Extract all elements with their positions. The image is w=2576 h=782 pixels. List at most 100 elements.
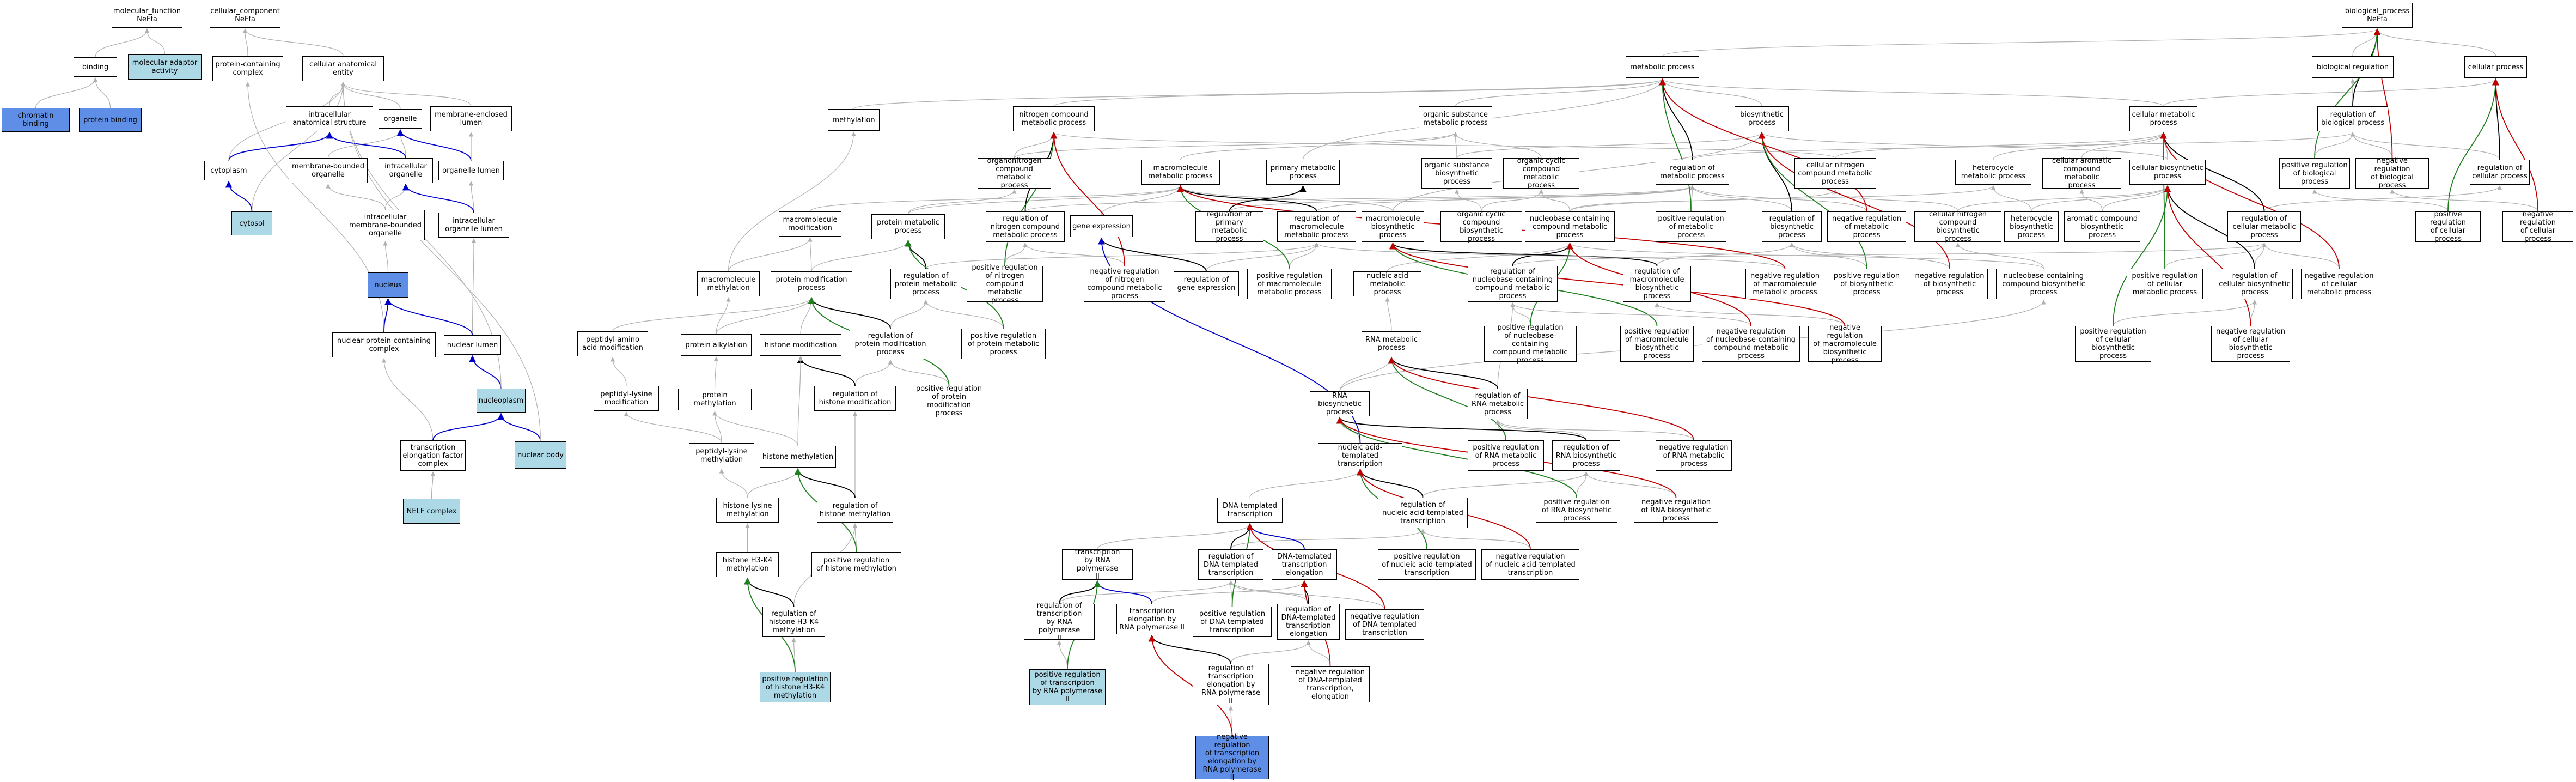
term-dna-templated-transcription[interactable]: DNA-templated transcription (1217, 498, 1283, 523)
term-regulation-of-nitrogen-compound-metabolic-process[interactable]: regulation of nitrogen compound metaboli… (986, 211, 1065, 242)
term-intracellular-organelle[interactable]: intracellular organelle (379, 158, 433, 183)
term-positive-regulation-of-transcription-by-rna-polymerase-ii[interactable]: positive regulation of transcription by … (1029, 669, 1106, 705)
term-peptidyl-lysine-modification[interactable]: peptidyl-lysine modification (594, 386, 659, 411)
term-cellular-anatomical-entity[interactable]: cellular anatomical entity (302, 56, 384, 81)
term-cellular-biosynthetic-process[interactable]: cellular biosynthetic process (2129, 160, 2206, 185)
term-negative-regulation-of-macromolecule-metabolic-process[interactable]: negative regulation of macromolecule met… (1745, 269, 1824, 299)
term-macromolecule-methylation[interactable]: macromolecule methylation (697, 271, 760, 296)
term-positive-regulation-of-protein-modification-process[interactable]: positive regulation of protein modificat… (907, 385, 991, 417)
term-macromolecule-modification[interactable]: macromolecule modification (779, 211, 841, 237)
term-positive-regulation-of-nucleobase-containing-compound-metabolic-process[interactable]: positive regulation of nucleobase-contai… (1484, 324, 1577, 365)
term-regulation-of-metabolic-process[interactable]: regulation of metabolic process (1656, 160, 1729, 185)
term-gene-expression[interactable]: gene expression (1070, 215, 1133, 237)
term-regulation-of-gene-expression[interactable]: regulation of gene expression (1174, 271, 1239, 296)
term-organic-substance-biosynthetic-process[interactable]: organic substance biosynthetic process (1421, 158, 1492, 189)
term-negative-regulation-of-rna-metabolic-process[interactable]: negative regulation of RNA metabolic pro… (1656, 440, 1732, 471)
term-regulation-of-biosynthetic-process[interactable]: regulation of biosynthetic process (1762, 211, 1822, 242)
term-positive-regulation-of-protein-metabolic-process[interactable]: positive regulation of protein metabolic… (961, 329, 1046, 359)
term-dna-templated-transcription-elongation[interactable]: DNA-templated transcription elongation (1272, 549, 1337, 580)
term-regulation-of-cellular-biosynthetic-process[interactable]: regulation of cellular biosynthetic proc… (2217, 269, 2293, 299)
term-regulation-of-nucleobase-containing-compound-metabolic-process[interactable]: regulation of nucleobase-containing comp… (1468, 266, 1558, 302)
term-macromolecule-biosynthetic-process[interactable]: macromolecule biosynthetic process (1362, 211, 1424, 242)
term-transcription-elongation-factor-complex[interactable]: transcription elongation factor complex (400, 440, 466, 471)
term-nelf-complex[interactable]: NELF complex (403, 499, 460, 524)
term-membrane-enclosed-lumen[interactable]: membrane-enclosed lumen (430, 106, 512, 131)
term-nuclear-body[interactable]: nuclear body (515, 441, 566, 469)
term-molecular-function[interactable]: molecular_function NeFfa (112, 3, 182, 28)
term-organic-substance-metabolic-process[interactable]: organic substance metabolic process (1419, 106, 1492, 131)
term-transcription-by-rna-polymerase-ii[interactable]: transcription by RNA polymerase II (1062, 548, 1133, 581)
term-metabolic-process[interactable]: metabolic process (1626, 56, 1699, 78)
term-negative-regulation-of-biological-process[interactable]: negative regulation of biological proces… (2355, 157, 2429, 190)
term-regulation-of-biological-process[interactable]: regulation of biological process (2317, 106, 2388, 131)
term-rna-metabolic-process[interactable]: RNA metabolic process (1362, 331, 1421, 356)
term-regulation-of-protein-modification-process[interactable]: regulation of protein modification proce… (850, 329, 931, 359)
term-negative-regulation-of-rna-biosynthetic-process[interactable]: negative regulation of RNA biosynthetic … (1634, 498, 1718, 523)
term-regulation-of-histone-modification[interactable]: regulation of histone modification (814, 386, 896, 411)
term-biosynthetic-process[interactable]: biosynthetic process (1735, 106, 1789, 131)
term-protein-methylation[interactable]: protein methylation (678, 389, 752, 410)
term-cytoplasm[interactable]: cytoplasm (204, 161, 253, 180)
term-regulation-of-transcription-elongation-by-rna-polymerase-ii[interactable]: regulation of transcription elongation b… (1193, 664, 1269, 705)
term-regulation-of-histone-methylation[interactable]: regulation of histone methylation (817, 498, 893, 523)
term-regulation-of-nucleic-acid-templated-transcription[interactable]: regulation of nucleic acid-templated tra… (1378, 498, 1468, 528)
term-peptidyl-amino-acid-modification[interactable]: peptidyl-amino acid modification (577, 331, 648, 356)
term-regulation-of-dna-templated-transcription[interactable]: regulation of DNA-templated transcriptio… (1198, 549, 1263, 580)
term-molecular-adaptor-activity[interactable]: molecular adaptor activity (128, 54, 202, 80)
term-negative-regulation-of-biosynthetic-process[interactable]: negative regulation of biosynthetic proc… (1912, 269, 1988, 299)
term-cellular-nitrogen-compound-metabolic-process[interactable]: cellular nitrogen compound metabolic pro… (1794, 158, 1876, 189)
term-nuclear-lumen[interactable]: nuclear lumen (444, 335, 501, 355)
term-cellular-component[interactable]: cellular_component NeFfa (210, 3, 280, 28)
term-regulation-of-macromolecule-biosynthetic-process[interactable]: regulation of macromolecule biosynthetic… (1623, 266, 1691, 302)
term-biological-process[interactable]: biological_process NeFfa (2342, 3, 2413, 28)
term-negative-regulation-of-dna-templated-transcription-elongation[interactable]: negative regulation of DNA-templated tra… (1291, 666, 1370, 702)
term-organic-cyclic-compound-biosynthetic-process[interactable]: organic cyclic compound biosynthetic pro… (1440, 210, 1522, 243)
term-negative-regulation-of-dna-templated-transcription[interactable]: negative regulation of DNA-templated tra… (1345, 609, 1424, 640)
term-intracellular-organelle-lumen[interactable]: intracellular organelle lumen (438, 213, 509, 238)
term-nucleobase-containing-compound-biosynthetic-process[interactable]: nucleobase-containing compound biosynthe… (1996, 269, 2091, 299)
term-negative-regulation-of-cellular-biosynthetic-process[interactable]: negative regulation of cellular biosynth… (2211, 326, 2290, 362)
term-macromolecule-metabolic-process[interactable]: macromolecule metabolic process (1141, 160, 1220, 185)
term-positive-regulation-of-nitrogen-compound-metabolic-process[interactable]: positive regulation of nitrogen compound… (967, 264, 1043, 305)
term-nucleobase-containing-compound-metabolic-process[interactable]: nucleobase-containing compound metabolic… (1525, 211, 1615, 242)
term-organelle-lumen[interactable]: organelle lumen (438, 161, 504, 180)
term-organelle[interactable]: organelle (379, 109, 422, 129)
term-membrane-bounded-organelle[interactable]: membrane-bounded organelle (289, 158, 368, 183)
term-positive-regulation-of-histone-h3-k4-methylation[interactable]: positive regulation of histone H3-K4 met… (760, 672, 831, 702)
term-negative-regulation-of-cellular-process[interactable]: negative regulation of cellular process (2502, 210, 2573, 243)
term-regulation-of-cellular-process[interactable]: regulation of cellular process (2470, 160, 2530, 185)
term-negative-regulation-of-nucleobase-containing-compound-metabolic-process[interactable]: negative regulation of nucleobase-contai… (1702, 326, 1800, 362)
term-protein-modification-process[interactable]: protein modification process (771, 271, 852, 296)
term-cellular-nitrogen-compound-biosynthetic-process[interactable]: cellular nitrogen compound biosynthetic … (1914, 210, 2001, 243)
term-nitrogen-compound-metabolic-process[interactable]: nitrogen compound metabolic process (1013, 106, 1095, 131)
term-nucleic-acid-metabolic-process[interactable]: nucleic acid metabolic process (1353, 271, 1421, 296)
term-intracellular-membrane-bounded-organelle[interactable]: intracellular membrane-bounded organelle (346, 210, 425, 240)
term-positive-regulation-of-histone-methylation[interactable]: positive regulation of histone methylati… (811, 552, 901, 577)
term-negative-regulation-of-transcription-elongation-by-rna-polymerase-ii[interactable]: negative regulation of transcription elo… (1195, 733, 1269, 782)
term-binding[interactable]: binding (74, 57, 117, 77)
term-cellular-process[interactable]: cellular process (2464, 56, 2527, 78)
term-positive-regulation-of-rna-biosynthetic-process[interactable]: positive regulation of RNA biosynthetic … (1536, 498, 1617, 523)
term-negative-regulation-of-nucleic-acid-templated-transcription[interactable]: negative regulation of nucleic acid-temp… (1481, 549, 1579, 580)
term-regulation-of-transcription-by-rna-polymerase-ii[interactable]: regulation of transcription by RNA polym… (1024, 602, 1095, 642)
term-histone-lysine-methylation[interactable]: histone lysine methylation (716, 498, 779, 523)
term-protein-alkylation[interactable]: protein alkylation (681, 334, 752, 356)
term-chromatin-binding[interactable]: chromatin binding (2, 108, 70, 132)
term-regulation-of-dna-templated-transcription-elongation[interactable]: regulation of DNA-templated transcriptio… (1277, 604, 1340, 640)
term-protein-containing-complex[interactable]: protein-containing complex (212, 56, 283, 81)
term-positive-regulation-of-dna-templated-transcription[interactable]: positive regulation of DNA-templated tra… (1193, 607, 1272, 637)
term-methylation[interactable]: methylation (828, 109, 880, 131)
term-regulation-of-primary-metabolic-process[interactable]: regulation of primary metabolic process (1195, 210, 1263, 243)
term-positive-regulation-of-biosynthetic-process[interactable]: positive regulation of biosynthetic proc… (1830, 269, 1903, 299)
term-positive-regulation-of-biological-process[interactable]: positive regulation of biological proces… (2279, 158, 2350, 189)
term-biological-regulation[interactable]: biological regulation (2312, 56, 2394, 78)
term-nucleoplasm[interactable]: nucleoplasm (477, 389, 526, 413)
term-cellular-aromatic-compound-metabolic-process[interactable]: cellular aromatic compound metabolic pro… (2042, 157, 2121, 190)
term-primary-metabolic-process[interactable]: primary metabolic process (1266, 160, 1340, 185)
term-regulation-of-rna-biosynthetic-process[interactable]: regulation of RNA biosynthetic process (1552, 440, 1620, 471)
term-positive-regulation-of-rna-metabolic-process[interactable]: positive regulation of RNA metabolic pro… (1468, 440, 1544, 471)
term-regulation-of-rna-metabolic-process[interactable]: regulation of RNA metabolic process (1468, 389, 1528, 419)
term-transcription-elongation-by-rna-polymerase-ii[interactable]: transcription elongation by RNA polymera… (1116, 604, 1187, 634)
term-positive-regulation-of-nucleic-acid-templated-transcription[interactable]: positive regulation of nucleic acid-temp… (1378, 549, 1476, 580)
term-regulation-of-macromolecule-metabolic-process[interactable]: regulation of macromolecule metabolic pr… (1277, 211, 1356, 242)
